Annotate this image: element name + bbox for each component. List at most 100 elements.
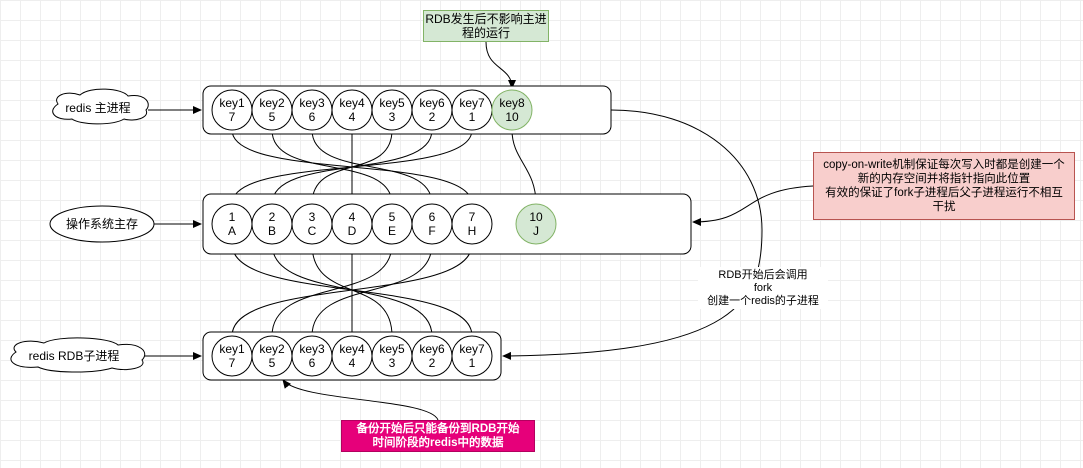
main-process-cell-key: key8	[499, 96, 525, 110]
main-process-cell-value: 3	[389, 110, 396, 124]
main-process-cell-circle	[491, 89, 533, 131]
cow-note-arrow	[692, 185, 814, 226]
note-to-key8-link	[485, 41, 516, 89]
child-process-cell-key: key7	[459, 342, 485, 356]
main-process-cell-value: 6	[309, 110, 316, 124]
main-process-cell-value: 10	[505, 110, 519, 124]
main-to-memory-link	[228, 129, 473, 205]
os-memory-label: 操作系统主存	[66, 216, 138, 231]
os-memory-cell: 4D	[331, 203, 373, 245]
main-process-cell-key: key7	[459, 96, 485, 110]
fork-label: RDB开始后会调用 fork 创建一个redis的子进程	[698, 267, 828, 309]
os-memory-cell-value: B	[268, 224, 276, 238]
os-memory-ellipse: 操作系统主存	[49, 205, 155, 243]
fork-label-line: fork	[754, 282, 773, 294]
main-to-memory-link	[271, 129, 396, 205]
child-process-cell-key: key3	[299, 342, 325, 356]
child-process-cell-value: 1	[469, 356, 476, 370]
main-process-cell-value: 4	[349, 110, 356, 124]
os-memory-cell-key: 7	[469, 210, 476, 224]
child-process-cell-value: 3	[389, 356, 396, 370]
note-line: 时间阶段的redis中的数据	[372, 437, 504, 449]
os-memory-cell-key: 5	[389, 210, 396, 224]
note-line: 备份开始后只能备份到RDB开始	[356, 423, 520, 435]
os-memory-cell: 3C	[291, 203, 333, 245]
os-memory-cell-key: 10	[529, 210, 543, 224]
copy-on-write-note: copy-on-write机制保证每次写入时都是创建一个 新的内存空间并将指针指…	[813, 152, 1075, 220]
child-process-label: redis RDB子进程	[29, 348, 120, 363]
os-memory-cell: 7H	[451, 203, 493, 245]
os-memory-cell: 1A	[211, 203, 253, 245]
note-line: 程的运行	[461, 26, 510, 40]
fork-label-line: 创建一个redis的子进程	[707, 293, 819, 307]
main-process-cell-value: 5	[269, 110, 276, 124]
child-process-cell-key: key1	[219, 342, 245, 356]
fork-arrow	[502, 109, 763, 360]
note-line: 干扰	[932, 201, 956, 213]
child-process-cell-value: 7	[229, 356, 236, 370]
os-memory-cell-value: C	[308, 224, 317, 238]
os-memory-cell-value: A	[228, 224, 236, 238]
os-memory-cell-value: J	[533, 224, 539, 238]
main-process-cell-value: 2	[429, 110, 436, 124]
backup-note-arrow	[282, 379, 439, 421]
os-memory-cell-circle	[515, 203, 557, 245]
main-process-cell-key: key5	[379, 96, 405, 110]
child-to-memory-link	[311, 243, 436, 337]
main-process-cell-key: key6	[419, 96, 445, 110]
note-line: 有效的保证了fork子进程后父子进程运行不相互	[825, 187, 1063, 199]
os-memory-cell-value: H	[468, 224, 477, 238]
child-process-cell-value: 5	[269, 356, 276, 370]
child-process-cell-value: 6	[309, 356, 316, 370]
os-memory-cell-value: D	[348, 224, 357, 238]
os-memory-cell: 6F	[411, 203, 453, 245]
main-process-cell-key: key3	[299, 96, 325, 110]
child-process-cell-key: key5	[379, 342, 405, 356]
main-process-cell-key: key1	[219, 96, 245, 110]
main-process-cell-key: key2	[259, 96, 285, 110]
child-to-memory-link	[228, 243, 473, 337]
os-memory-cell: 10J	[515, 203, 557, 245]
child-process-cell-value: 2	[429, 356, 436, 370]
new-key-link	[511, 129, 540, 205]
os-memory-cell-key: 1	[229, 210, 236, 224]
os-memory-cell-key: 2	[269, 210, 276, 224]
child-process-cell-circle	[451, 335, 493, 377]
main-process-label: redis 主进程	[65, 100, 130, 115]
connection-lines	[144, 41, 814, 421]
os-memory-cell: 5E	[371, 203, 413, 245]
note-line: RDB发生后不影响主进	[425, 12, 547, 26]
main-process-cloud: redis 主进程	[52, 88, 149, 125]
os-memory-cell-key: 6	[429, 210, 436, 224]
child-to-memory-link	[271, 243, 396, 337]
os-memory-cell-key: 3	[309, 210, 316, 224]
os-memory-cell-key: 4	[349, 210, 356, 224]
main-to-memory-link	[311, 129, 436, 205]
fork-label-line: RDB开始后会调用	[718, 267, 807, 281]
child-process-cell-key: key4	[339, 342, 365, 356]
note-line: copy-on-write机制保证每次写入时都是创建一个	[823, 159, 1065, 171]
backup-limitation-note: 备份开始后只能备份到RDB开始 时间阶段的redis中的数据	[341, 420, 535, 452]
os-memory-cell-value: F	[428, 224, 435, 238]
os-memory-cell-value: E	[388, 224, 396, 238]
child-process-cell-key: key2	[259, 342, 285, 356]
main-process-cells: key17key25key36key44key53key62key71key81…	[211, 89, 533, 131]
